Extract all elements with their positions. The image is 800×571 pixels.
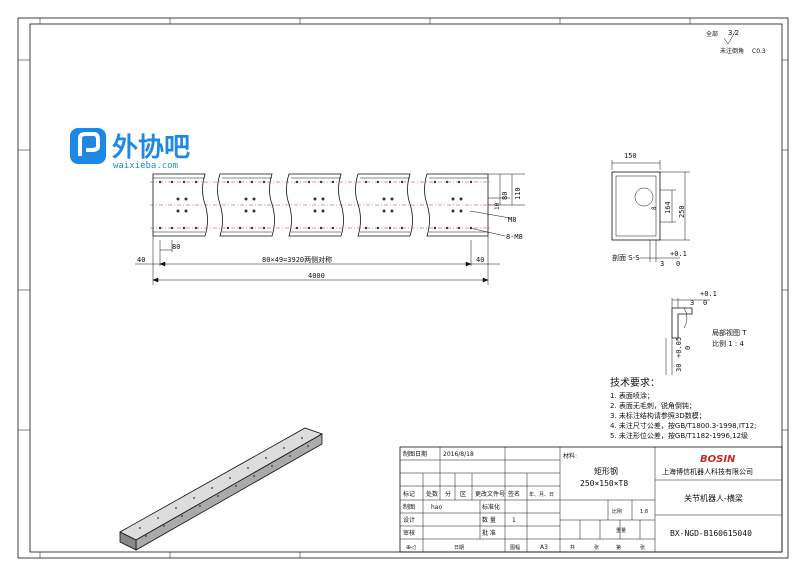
- label-m8: M8: [508, 216, 516, 224]
- part-name: 关节机器人-横梁: [684, 493, 743, 503]
- dim-wall: 8: [651, 206, 658, 210]
- rev-header: 年、月、日: [529, 491, 554, 498]
- detail-tol-lower: 0: [703, 299, 707, 307]
- section-tol-upper: +0.1: [670, 250, 687, 258]
- material-label: 材料:: [563, 452, 577, 460]
- tech-item: 5. 未注形位公差，按GB/T1182-1996,12级: [610, 431, 748, 440]
- drawing-no: BX-NGD-B160615040: [670, 529, 752, 538]
- outer-frame: [17, 17, 789, 559]
- detail-vert-upper: +0.05: [675, 337, 683, 358]
- detail-view: +0.1 3 0 +0.05 30 0 局部视图 T 比例 1 : 4: [665, 290, 747, 375]
- material-spec: 250×150×T8: [580, 479, 628, 488]
- draw-label: 制图: [403, 503, 415, 511]
- date-value: 2016/8/18: [443, 451, 474, 458]
- tech-item: 2. 表面无毛刺，锐角倒钝；: [610, 401, 696, 410]
- qty-value: 1: [512, 517, 516, 524]
- tech-item: 3. 未标注结构请参照3D数模；: [610, 411, 706, 420]
- sheet-value: A3: [540, 544, 548, 551]
- title-block: 制图日期 2016/8/18 材料: 矩形钢 250×150×T8 BOSIN …: [399, 446, 783, 553]
- dim-width: 150: [624, 152, 637, 160]
- section-tol-base: 3: [660, 260, 664, 268]
- dim-v2: 110: [514, 187, 522, 200]
- hole-pattern: [158, 180, 473, 230]
- tech-item: 1. 表面喷涂；: [610, 391, 654, 400]
- roughness-value: 3.2: [728, 29, 739, 37]
- detail-vert-lower: 0: [684, 346, 692, 350]
- sheet-label: 图幅: [510, 544, 520, 551]
- dim-h1: 164: [664, 201, 672, 214]
- dim-end-left: 40: [137, 256, 145, 264]
- scale-value: 1:8: [640, 509, 648, 515]
- date-label: 制图日期: [403, 450, 427, 458]
- date-small-label: 日期: [454, 545, 464, 551]
- section-label: 剖面 S-S: [612, 253, 640, 262]
- qty-label: 数 量: [482, 516, 496, 524]
- watermark-name: 外协吧: [112, 133, 190, 163]
- rev-header: 签名: [508, 490, 520, 498]
- isometric-view: [119, 427, 323, 551]
- dim-v1: 80: [501, 192, 509, 200]
- dim-end-right: 40: [476, 256, 484, 264]
- check-label: 审核: [403, 529, 415, 537]
- roughness-label: 全部: [706, 30, 718, 38]
- tech-item: 4. 未注尺寸公差，按GB/T1800.3-1998,IT12;: [610, 421, 756, 430]
- main-view: 40 80 80×49=3920两侧对称 40 4000 80 110 10 M…: [135, 173, 525, 285]
- tech-requirements: 技术要求： 1. 表面喷涂； 2. 表面无毛刺，锐角倒钝； 3. 未标注结构请参…: [610, 376, 756, 440]
- company-name: 上海博信机器人科技有限公司: [662, 467, 753, 476]
- total-sheet-label: 张: [594, 544, 599, 551]
- section-tol-lower: 0: [676, 260, 680, 268]
- scale-label: 比例: [612, 508, 622, 515]
- page-label: 第: [616, 544, 621, 551]
- total-label: 共: [570, 544, 575, 551]
- detail-tol-base: 3: [690, 299, 694, 307]
- dim-v3: 10: [494, 202, 501, 210]
- roughness-symbol: [723, 29, 737, 45]
- detail-vert-base: 30: [675, 364, 683, 372]
- label-8m8: 8-M8: [506, 233, 523, 241]
- draw-value: hao: [431, 504, 442, 511]
- dim-pitch: 80×49=3920两侧对称: [262, 255, 332, 264]
- material-value: 矩形钢: [594, 466, 618, 476]
- dim-h2: 250: [678, 205, 686, 218]
- design-label: 设计: [403, 516, 415, 524]
- rev-header: 分: [445, 490, 451, 498]
- detail-scale: 比例 1 : 4: [712, 339, 744, 348]
- watermark-logo: 外协吧 waixieba.com: [70, 128, 190, 171]
- rev-header: 区: [460, 491, 466, 498]
- std-label: 标准化: [482, 503, 500, 511]
- detail-tol-upper: +0.1: [700, 290, 717, 298]
- detail-label: 局部视图 T: [712, 328, 747, 337]
- tech-title: 技术要求：: [610, 376, 660, 389]
- brand-logo: BOSIN: [700, 454, 736, 465]
- zone-ticks: [18, 18, 788, 558]
- rev-header: 标记: [403, 490, 415, 498]
- chamfer-value: C0.3: [752, 48, 766, 55]
- rev-header: 处数: [426, 490, 438, 498]
- dim-total: 4000: [308, 272, 325, 280]
- weight-label: 重量: [616, 527, 626, 534]
- watermark-url: waixieba.com: [113, 161, 178, 171]
- chamfer-label: 未注倒角: [720, 47, 744, 55]
- approve-label: 批 准: [482, 529, 496, 537]
- projection-symbol: ⊕◁: [406, 544, 416, 551]
- page-sheet-label: 张: [640, 544, 645, 551]
- dim-hole-spacing: 80: [172, 243, 180, 251]
- rev-header: 更改文件号: [475, 490, 505, 498]
- section-view: 150 164 250 8 剖面 S-S +0.1 3 0: [611, 152, 690, 268]
